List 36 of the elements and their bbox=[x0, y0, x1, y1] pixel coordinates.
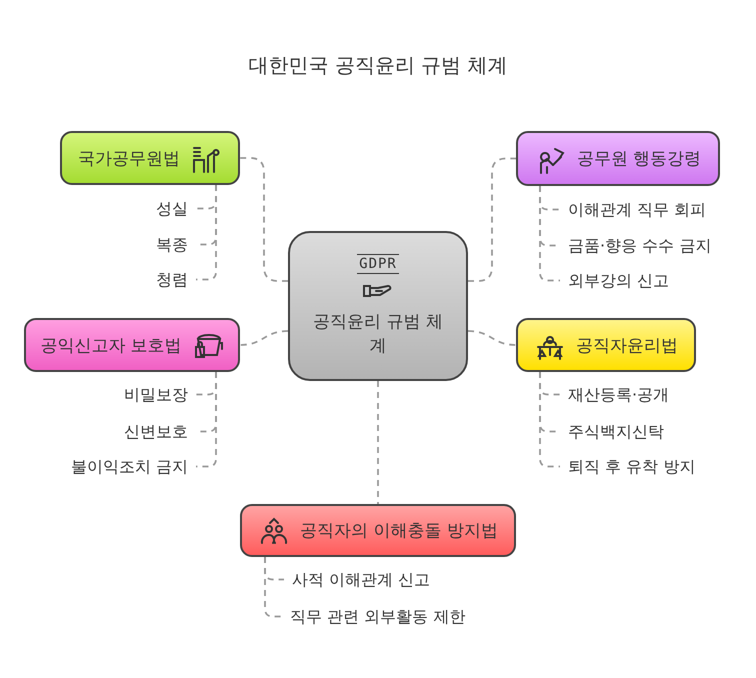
list-item: 직무 관련 외부활동 제한 bbox=[290, 607, 510, 627]
list-item: 불이익조치 금지 bbox=[40, 457, 188, 477]
center-box bbox=[288, 231, 468, 381]
box-label: 공무원 행동강령 bbox=[576, 148, 702, 170]
list-item: 외부강의 신고 bbox=[568, 271, 738, 291]
connector-line bbox=[377, 381, 379, 504]
box-label: 공직자의 이해충돌 방지법 bbox=[300, 520, 498, 542]
list-item: 사적 이해관계 신고 bbox=[292, 570, 492, 590]
law-box bbox=[24, 318, 240, 372]
diagram-title: 대한민국 공직윤리 규범 체계 bbox=[247, 52, 509, 79]
badge-text: GDPR bbox=[357, 254, 399, 274]
box-label: 국가공무원법 bbox=[78, 148, 180, 170]
list-item: 복종 bbox=[100, 235, 188, 255]
box-label: 공직자윤리법 bbox=[576, 334, 678, 356]
connector-line bbox=[539, 372, 560, 468]
connector-line bbox=[468, 330, 516, 346]
list-item: 재산등록·공개 bbox=[568, 385, 738, 405]
connector-line bbox=[196, 372, 217, 468]
connector-line bbox=[240, 330, 288, 346]
list-item: 청렴 bbox=[100, 270, 188, 290]
list-item: 주식백지신탁 bbox=[568, 422, 738, 442]
connector-line bbox=[468, 158, 516, 282]
connector-line bbox=[240, 157, 288, 282]
law-box bbox=[240, 504, 516, 557]
list-item: 비밀보장 bbox=[40, 385, 188, 405]
law-box bbox=[60, 131, 240, 185]
list-item: 신변보호 bbox=[40, 422, 188, 442]
list-item: 금품·향응 수수 금지 bbox=[568, 236, 738, 256]
list-item: 이해관계 직무 회피 bbox=[568, 200, 738, 220]
box-label: 공직윤리 규범 체계 bbox=[312, 311, 444, 358]
list-item: 퇴직 후 유착 방지 bbox=[568, 457, 738, 477]
law-box bbox=[516, 318, 696, 372]
box-label: 공익신고자 보호법 bbox=[40, 334, 182, 356]
law-box bbox=[516, 131, 720, 186]
connector-line bbox=[264, 557, 282, 618]
list-item: 성실 bbox=[100, 199, 188, 219]
